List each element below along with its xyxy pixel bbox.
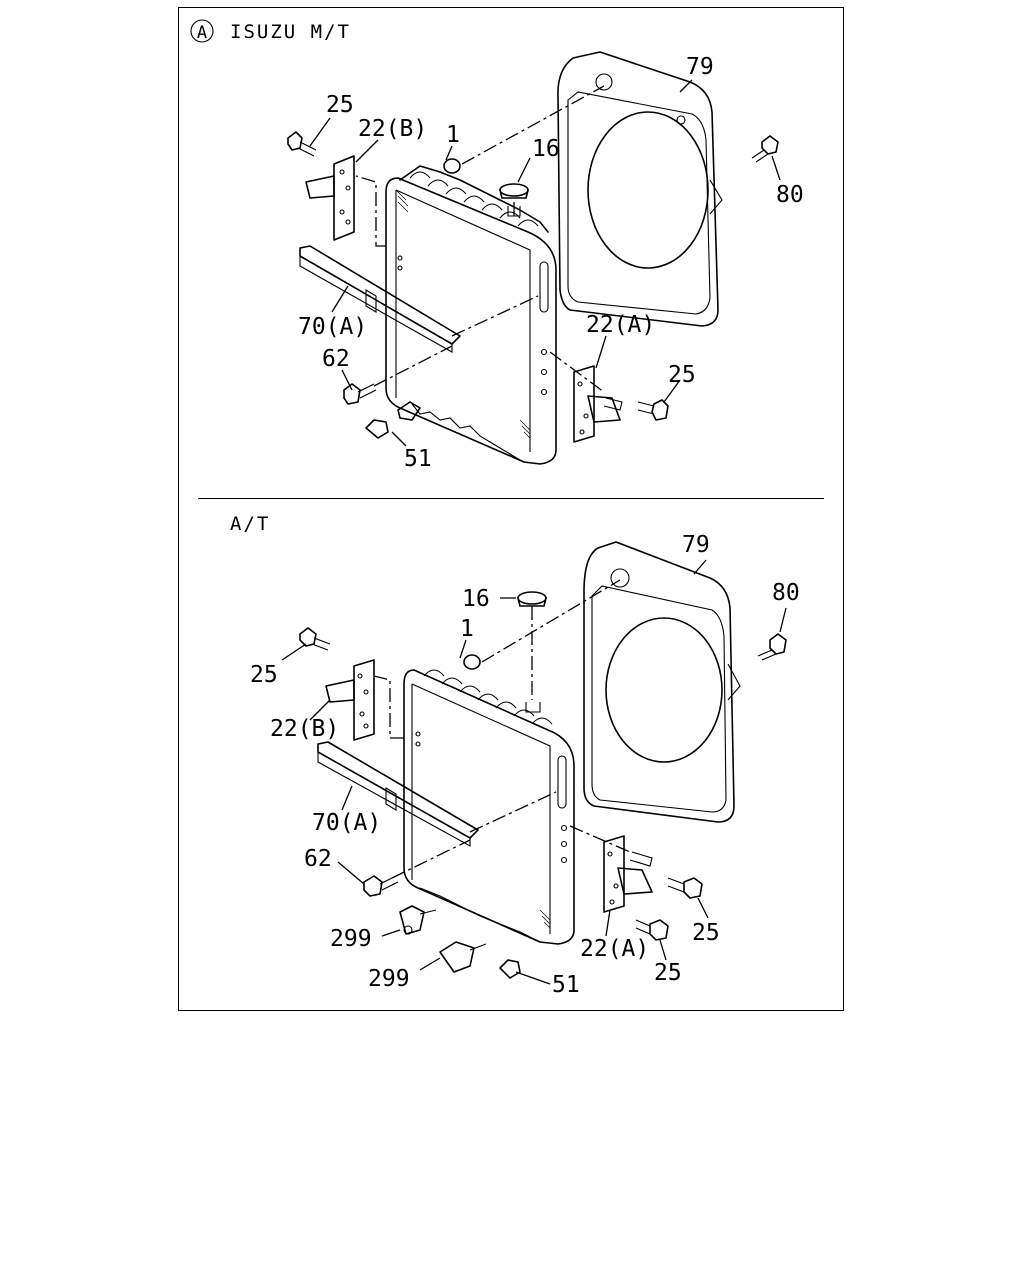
label-1: 1 bbox=[446, 122, 460, 148]
bolt-25-bottom-right-lower bbox=[635, 919, 669, 941]
fitting-299-lower bbox=[439, 941, 487, 973]
label-80: 80 bbox=[776, 182, 804, 208]
label-70a: 70(A) bbox=[298, 314, 367, 340]
label-299-upper: 299 bbox=[330, 926, 372, 952]
label-1-bottom: 1 bbox=[460, 616, 474, 642]
fan-shroud-bottom bbox=[583, 541, 741, 823]
label-51: 51 bbox=[404, 446, 432, 472]
label-16-bottom: 16 bbox=[462, 586, 490, 612]
label-22b: 22(B) bbox=[358, 116, 427, 142]
section-title-at: A/T bbox=[230, 513, 270, 535]
bolt-25 bbox=[287, 131, 317, 157]
bracket-22a-bottom bbox=[603, 835, 653, 913]
label-80-bottom: 80 bbox=[772, 580, 800, 606]
support-bar-70a bbox=[299, 245, 461, 353]
drain-cock-51-bottom bbox=[499, 959, 521, 979]
support-bar-70a-bottom bbox=[317, 741, 479, 847]
bracket-22b bbox=[305, 155, 355, 241]
label-62: 62 bbox=[322, 346, 350, 372]
label-22a-bottom: 22(A) bbox=[580, 936, 649, 962]
label-299-lower: 299 bbox=[368, 966, 410, 992]
label-25: 25 bbox=[326, 92, 354, 118]
bracket-22a bbox=[573, 365, 623, 443]
label-16: 16 bbox=[532, 136, 560, 162]
label-25-bottom-right-upper: 25 bbox=[692, 920, 720, 946]
label-22a: 22(A) bbox=[586, 312, 655, 338]
bolt-80 bbox=[751, 135, 779, 163]
label-51-bottom: 51 bbox=[552, 972, 580, 998]
label-25-bottom-right-lower: 25 bbox=[654, 960, 682, 986]
section-marker-circle bbox=[190, 19, 214, 43]
section-title-mt: ISUZU M/T bbox=[230, 21, 351, 43]
bolt-25-bottom-left bbox=[299, 627, 331, 651]
fitting-299-upper bbox=[399, 905, 437, 935]
top-section-header: A ISUZU M/T bbox=[190, 19, 351, 43]
bolt-25-bottom-right-upper bbox=[667, 877, 703, 899]
section-marker: A bbox=[197, 23, 207, 43]
bolt-62 bbox=[343, 383, 377, 405]
label-79: 79 bbox=[686, 54, 714, 80]
radiator bbox=[385, 165, 557, 465]
section-divider bbox=[198, 498, 824, 499]
bolt-80-bottom bbox=[757, 633, 787, 661]
bolt-25-right bbox=[637, 399, 669, 421]
label-22b-bottom: 22(B) bbox=[270, 716, 339, 742]
label-62-bottom: 62 bbox=[304, 846, 332, 872]
radiator-bottom bbox=[403, 669, 575, 945]
bolt-62-bottom bbox=[363, 875, 399, 897]
drain-cock-51 bbox=[365, 401, 421, 439]
fan-shroud bbox=[557, 51, 723, 327]
label-25-bottom-left: 25 bbox=[250, 662, 278, 688]
bracket-22b-bottom bbox=[325, 659, 375, 741]
label-70a-bottom: 70(A) bbox=[312, 810, 381, 836]
label-79-bottom: 79 bbox=[682, 532, 710, 558]
diagram-frame bbox=[178, 7, 844, 1011]
label-25-right: 25 bbox=[668, 362, 696, 388]
